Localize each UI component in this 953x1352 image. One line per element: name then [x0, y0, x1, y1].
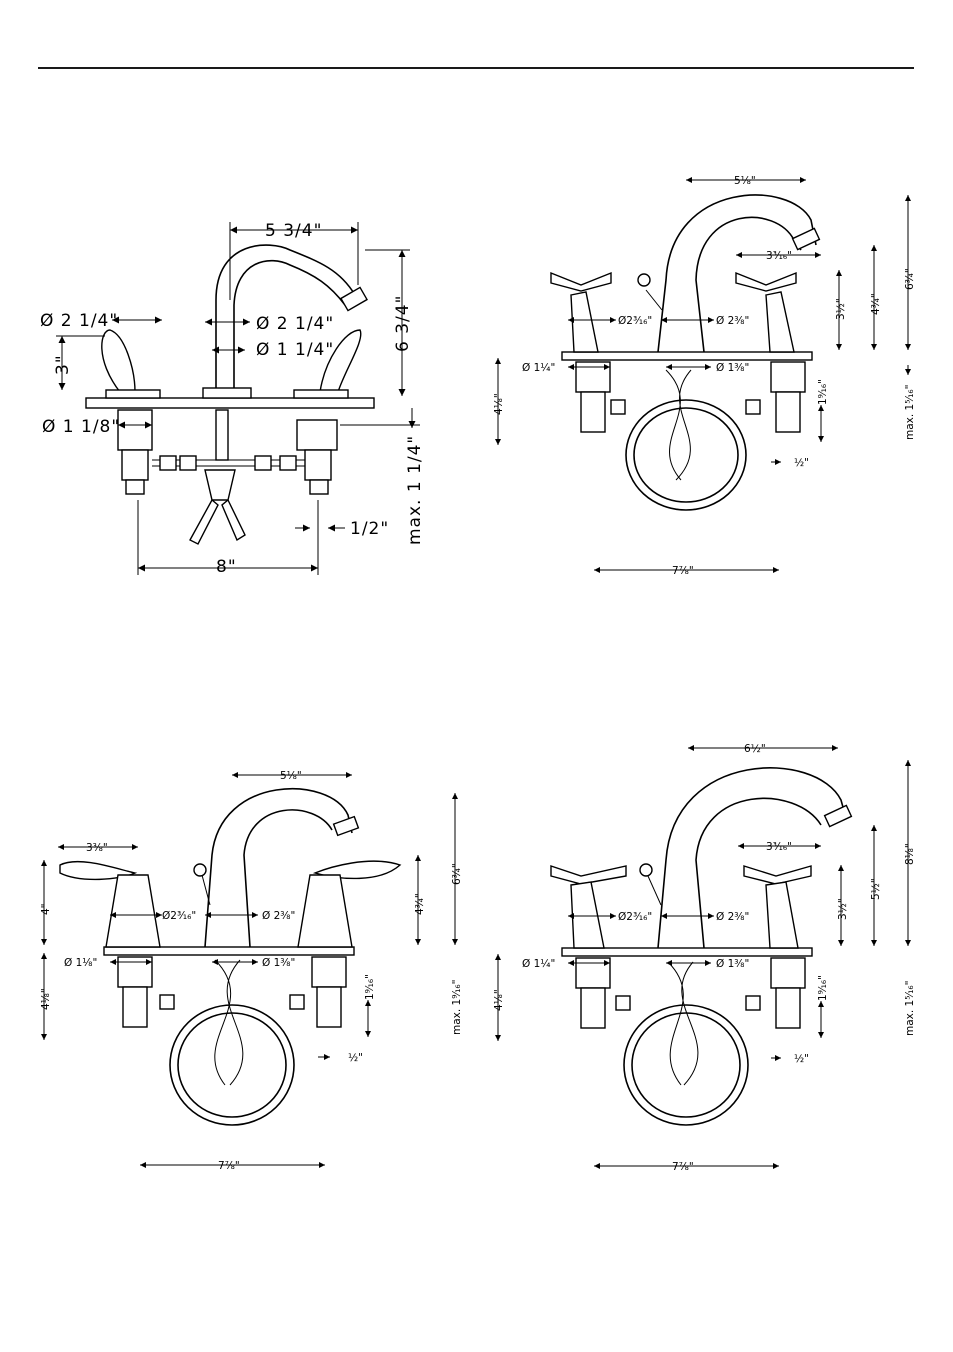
handle-width-label: 3³⁄₁₆": [766, 250, 792, 262]
supply-label: ½": [348, 1052, 363, 1064]
spread-label: 7⅞": [218, 1160, 240, 1172]
spout-shank-diameter-label: Ø 1 1/4": [256, 340, 334, 360]
handle-width-label: 3⅜": [86, 842, 108, 854]
overall-height-label: 6¾": [904, 268, 916, 290]
max-deck-label: max. 1⁵⁄₁₆": [904, 385, 916, 440]
below-deck-label: 4⅛": [493, 989, 505, 1011]
diagram-faucet-2: 5⅛" 3³⁄₁₆" Ø2³⁄₁₆" Ø 2⅜" 3½" 4¾" 6¾" Ø 1…: [476, 160, 953, 600]
handle-height-label: 3½": [837, 898, 849, 920]
handle-width-label: 3³⁄₁₆": [766, 841, 792, 853]
spout-shank-diameter-label: Ø 1⅜": [262, 957, 295, 969]
spout-reach-label: 5⅛": [734, 175, 756, 187]
supply-label: ½": [794, 1053, 809, 1065]
dia-right-label: Ø 2⅜": [716, 315, 749, 327]
spout-height-label: 5½": [870, 878, 882, 900]
spout-reach-label: 6½": [744, 743, 766, 755]
overall-height-label: 6¾": [451, 863, 463, 885]
handle-diameter-label: Ø 2 1/4": [40, 311, 118, 331]
spout-reach-label: 5⅛": [280, 770, 302, 782]
spout-shank-diameter-label: Ø 1⅜": [716, 362, 749, 374]
handle-height-label: 3": [53, 354, 73, 375]
valve-diameter-label: Ø 1¼": [522, 958, 555, 970]
spout-reach-label: 5 3/4": [265, 221, 322, 241]
diagram-faucet-3: 5⅛" 3⅜" Ø2³⁄₁₆" Ø 2⅜" 4" 4¾" 6¾" Ø 1⅛" Ø…: [0, 755, 476, 1185]
valve-diameter-label: Ø 1 1/8": [42, 417, 120, 437]
dia-left-label: Ø2³⁄₁₆": [162, 910, 196, 922]
max-deck-label: max. 1⁹⁄₁₆": [451, 980, 463, 1035]
shank-label: 1⁹⁄₁₆": [817, 975, 829, 1001]
spread-label: 7⅞": [672, 1161, 694, 1173]
supply-label: ½": [794, 457, 809, 469]
spout-height-label: 4¾": [870, 293, 882, 315]
header-rule: [38, 67, 914, 69]
handle-height-label: 3½": [835, 298, 847, 320]
spout-shank-diameter-label: Ø 1⅜": [716, 958, 749, 970]
valve-diameter-label: Ø 1⅛": [64, 957, 97, 969]
overall-height-label: 6 3/4": [393, 295, 413, 352]
shank-label: 1⁹⁄₁₆": [364, 974, 376, 1000]
max-deck-label: max. 1⁵⁄₁₆": [904, 981, 916, 1036]
overall-height-label: 8⅛": [904, 843, 916, 865]
dia-right-label: Ø 2⅜": [716, 911, 749, 923]
below-deck-label: 4⅛": [493, 393, 505, 415]
handle-height-label: 4": [40, 903, 52, 915]
dia-left-label: Ø2³⁄₁₆": [618, 911, 652, 923]
spout-base-diameter-label: Ø 2 1/4": [256, 314, 334, 334]
below-deck-label: 4⅛": [40, 988, 52, 1010]
spread-label: 7⅞": [672, 565, 694, 577]
spread-label: 8": [216, 557, 237, 577]
diagram-faucet-4: 6½" 3³⁄₁₆" Ø2³⁄₁₆" Ø 2⅜" 3½" 5½" 8⅛" Ø 1…: [476, 730, 953, 1185]
shank-label: 1⁹⁄₁₆": [817, 379, 829, 405]
supply-label: 1/2": [350, 519, 389, 539]
spout-height-label: 4¾": [414, 893, 426, 915]
valve-diameter-label: Ø 1¼": [522, 362, 555, 374]
dia-left-label: Ø2³⁄₁₆": [618, 315, 652, 327]
diagram-faucet-1: 5 3/4" Ø 2 1/4" Ø 2 1/4" Ø 1 1/4" 3" 6 3…: [0, 0, 476, 600]
max-deck-label: max. 1 1/4": [405, 435, 425, 545]
dia-right-label: Ø 2⅜": [262, 910, 295, 922]
